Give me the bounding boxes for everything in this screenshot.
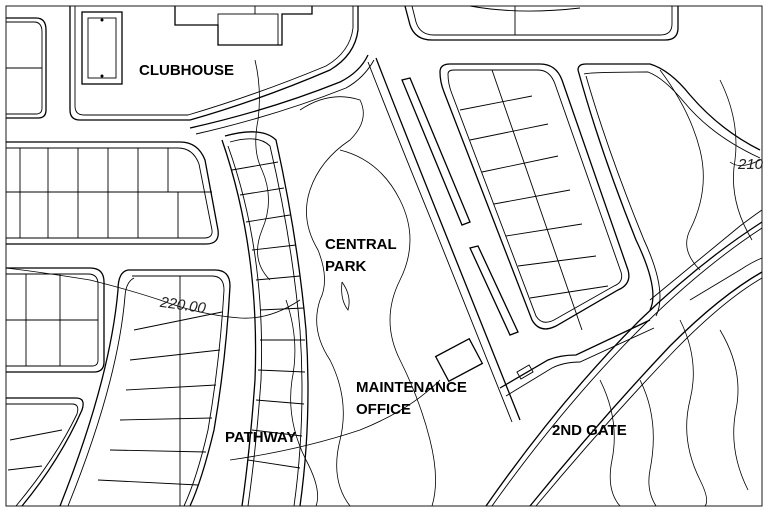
contour-lines bbox=[5, 59, 761, 507]
west-lots-middle bbox=[6, 267, 105, 373]
east-road bbox=[577, 63, 761, 317]
median-strips bbox=[367, 57, 521, 423]
top-right-block bbox=[404, 5, 679, 41]
clubhouse-block bbox=[69, 6, 359, 121]
clubhouse-road bbox=[189, 54, 375, 135]
east-lots-block bbox=[439, 63, 630, 331]
maintenance-office-label-line2: OFFICE bbox=[356, 401, 411, 418]
map-frame bbox=[5, 5, 763, 507]
maintenance-office-label-line1: MAINTENANCE bbox=[356, 379, 467, 396]
second-gate-label: 2ND GATE bbox=[552, 422, 627, 439]
pathway-lots bbox=[221, 131, 309, 507]
entry-drive bbox=[499, 319, 655, 397]
west-lots-row bbox=[6, 141, 219, 245]
central-park-label-line1: CENTRAL bbox=[325, 236, 397, 253]
main-highway bbox=[485, 209, 763, 507]
curved-lots-block bbox=[59, 269, 231, 507]
central-park-label-line2: PARK bbox=[325, 258, 367, 275]
southwest-lots bbox=[6, 397, 84, 507]
contour-label-210: 210 bbox=[738, 156, 764, 173]
clubhouse-label: CLUBHOUSE bbox=[139, 62, 235, 79]
pathway-label: PATHWAY bbox=[225, 429, 297, 446]
top-left-lot bbox=[6, 17, 47, 119]
maintenance-building bbox=[434, 337, 484, 383]
